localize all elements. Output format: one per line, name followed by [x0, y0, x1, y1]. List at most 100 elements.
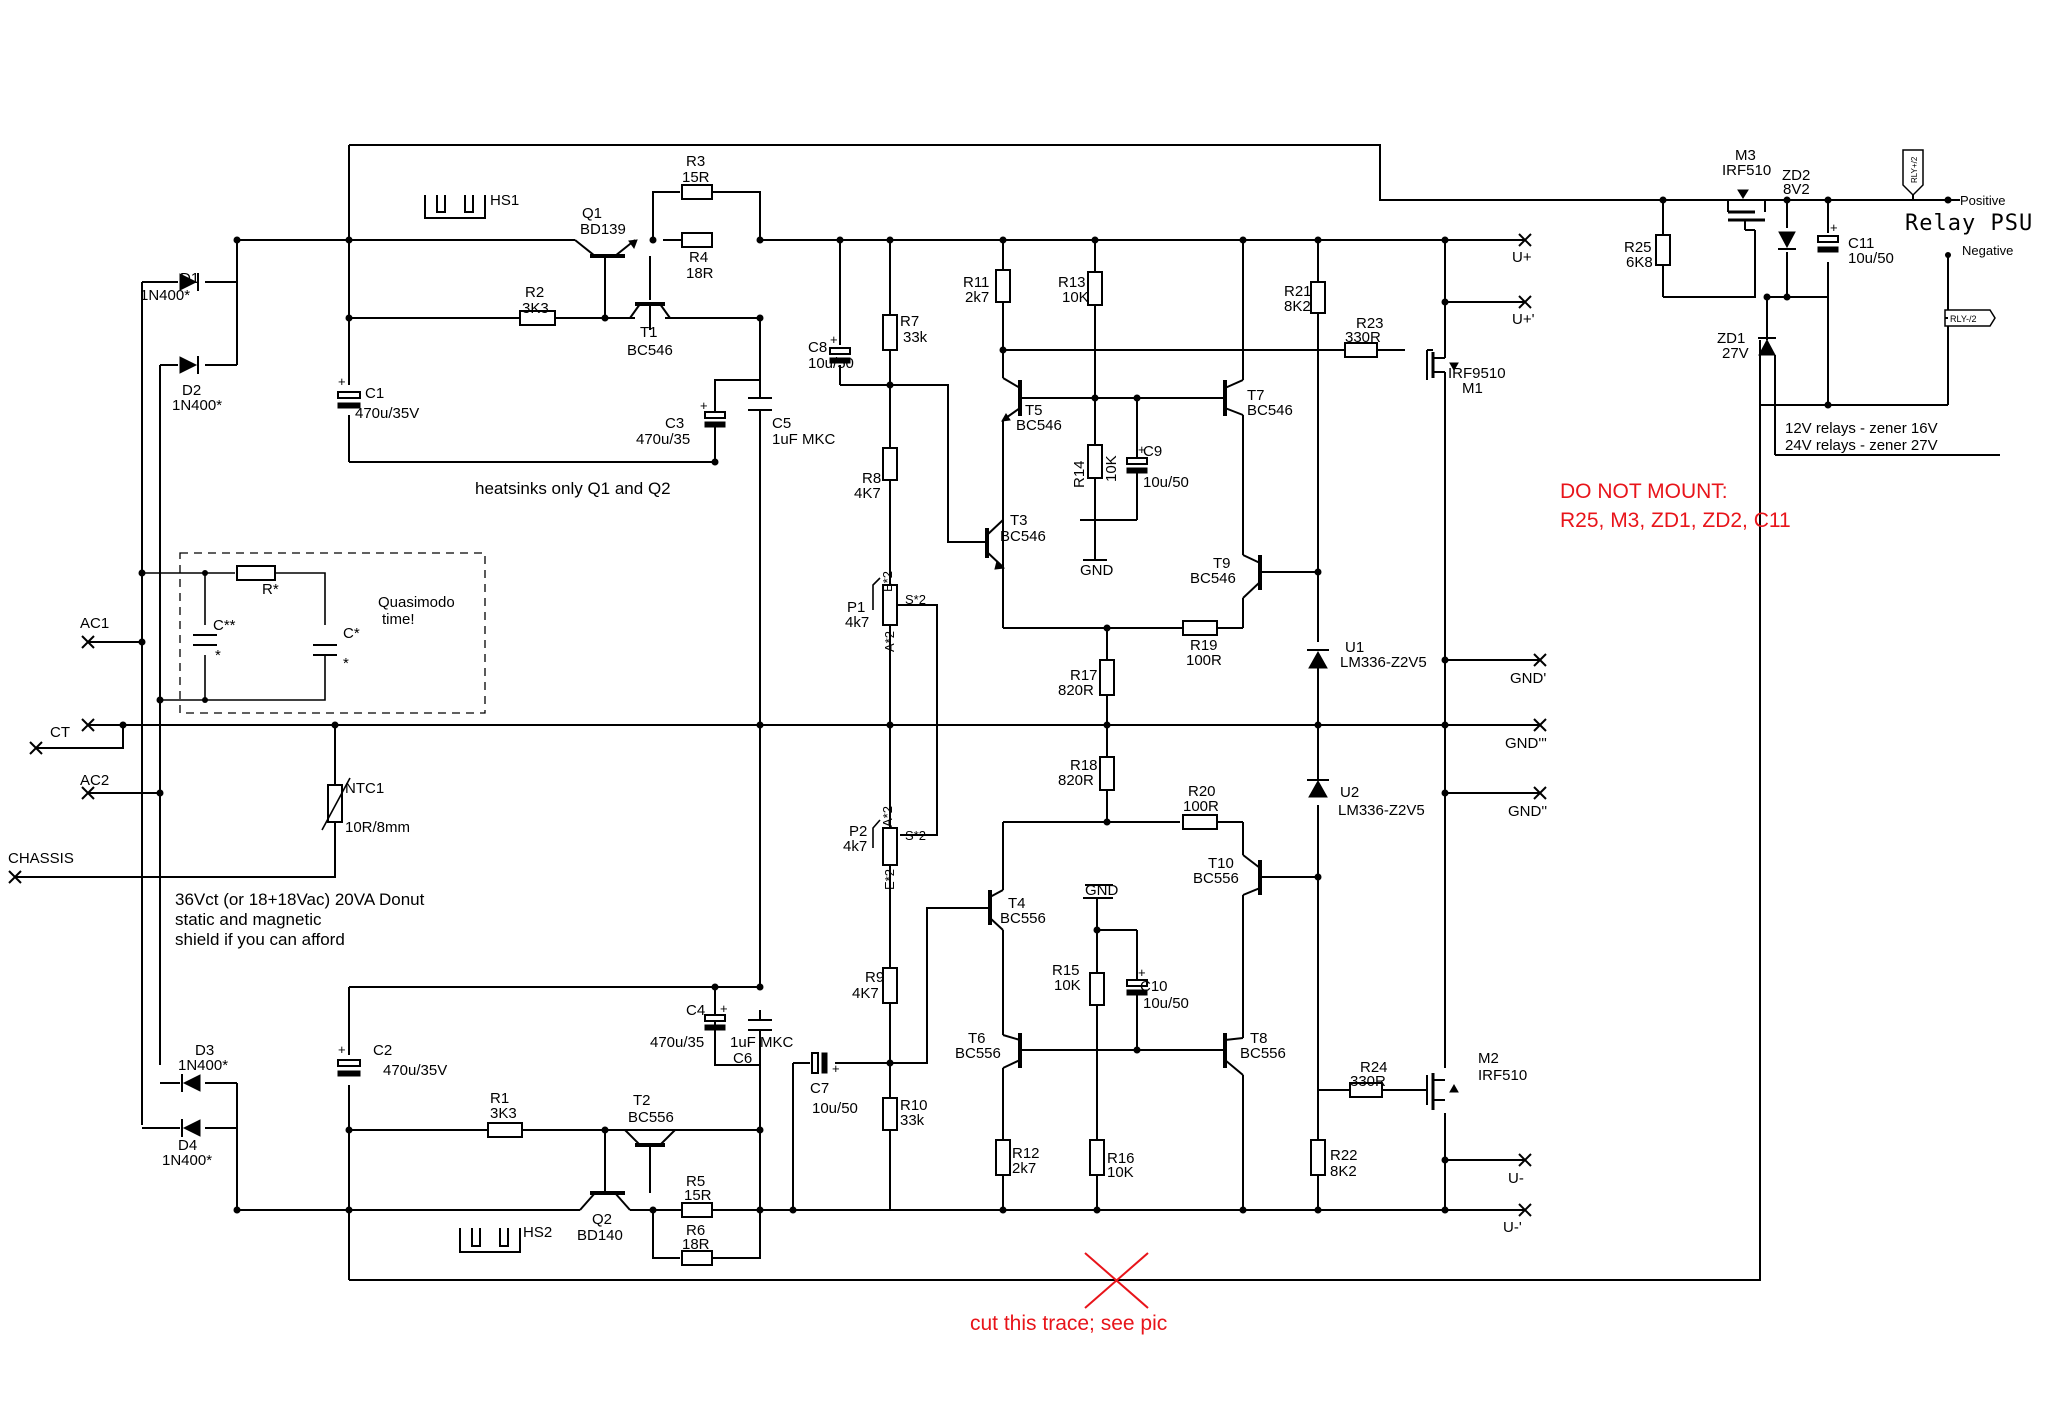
- resistor-R1: [487, 1122, 523, 1138]
- label-R20: R20: [1188, 783, 1216, 800]
- resistor-R5: [681, 1202, 713, 1218]
- transistor-Q2: [579, 1130, 631, 1211]
- resistor-R15: [1089, 972, 1105, 1006]
- rly-flags: [1902, 149, 1996, 327]
- label-Cq2: C*: [343, 625, 360, 642]
- cap-C2: [337, 1059, 361, 1067]
- cap-C11: [1817, 235, 1839, 243]
- svg-text:+: +: [830, 332, 838, 347]
- label-M2-val: IRF510: [1478, 1067, 1527, 1084]
- label-C11: C11: [1848, 235, 1874, 252]
- resistor-R12: [995, 1139, 1011, 1176]
- label-quasimodo-2: time!: [382, 611, 415, 628]
- heatsinks: [424, 195, 521, 1253]
- diodes: [179, 231, 1796, 1137]
- label-P2-e: E*2: [882, 869, 897, 890]
- label-C10: C10: [1140, 978, 1168, 995]
- diode-D3: [182, 1074, 201, 1092]
- label-R8: R8: [862, 470, 881, 487]
- label-R15: R15: [1052, 962, 1080, 979]
- label-U1-val: LM336-Z2V5: [1340, 654, 1427, 671]
- resistor-R13: [1087, 271, 1103, 306]
- resistor-R22: [1310, 1139, 1326, 1176]
- label-R7-val: 33k: [903, 329, 928, 346]
- wires-relay: [1662, 200, 2000, 456]
- label-C7-val: 10u/50: [812, 1100, 858, 1117]
- label-R9: R9: [865, 969, 884, 986]
- label-transformer-1: 36Vct (or 18+18Vac) 20VA Donut: [175, 890, 425, 909]
- resistor-R21: [1310, 281, 1326, 314]
- resistor-R2: [519, 310, 556, 326]
- label-gnd-1: GND: [1080, 562, 1114, 579]
- label-R1-val: 3K3: [490, 1105, 517, 1122]
- label-R17: R17: [1070, 667, 1098, 684]
- resistors: [236, 184, 1671, 1266]
- label-Cq1: C**: [213, 617, 236, 634]
- label-ZD2-val: 8V2: [1783, 181, 1810, 198]
- label-R17-val: 820R: [1058, 682, 1094, 699]
- label-gnd-p: GND': [1510, 670, 1546, 687]
- label-R22: R22: [1330, 1147, 1358, 1164]
- label-HS2: HS2: [523, 1224, 552, 1241]
- pot-P2: [872, 819, 898, 866]
- label-R3: R3: [686, 153, 705, 170]
- label-Q2: Q2: [592, 1211, 612, 1228]
- label-T9-val: BC546: [1190, 570, 1236, 587]
- quasimodo-box: [179, 552, 486, 714]
- label-D2-val: 1N400*: [172, 397, 222, 414]
- transistor-T7: [1212, 379, 1244, 416]
- label-M3-val: IRF510: [1722, 162, 1771, 179]
- resistor-R11: [995, 269, 1011, 303]
- resistor-R16: [1089, 1139, 1105, 1176]
- transistor-T8: [1223, 1033, 1244, 1076]
- label-R20-val: 100R: [1183, 798, 1219, 815]
- label-C10-val: 10u/50: [1143, 995, 1189, 1012]
- resistor-R10: [882, 1097, 898, 1131]
- transistor-T2: [624, 1129, 676, 1193]
- transistors: [574, 239, 1262, 1211]
- label-T1: T1: [640, 324, 658, 341]
- label-u-plus: U+: [1512, 249, 1532, 266]
- label-T10: T10: [1208, 855, 1234, 872]
- label-D3-val: 1N400*: [178, 1057, 228, 1074]
- resistor-R18: [1099, 756, 1115, 791]
- wires-upper-diff: [1002, 240, 1380, 822]
- label-relays-2: 24V relays - zener 27V: [1785, 437, 1938, 454]
- label-C11-val: 10u/50: [1848, 250, 1894, 267]
- diode-D2: [179, 356, 198, 374]
- label-gnd-2: GND: [1085, 882, 1119, 899]
- label-C9: C9: [1143, 443, 1162, 460]
- label-ntc1: NTC1: [345, 780, 384, 797]
- cut-trace-mark: [1084, 1252, 1149, 1309]
- label-R6-val: 18R: [682, 1236, 710, 1253]
- wires-c5-c6: [759, 390, 1138, 1050]
- label-T5: T5: [1025, 402, 1043, 419]
- label-R16: R16: [1107, 1150, 1135, 1167]
- label-T4-val: BC556: [1000, 910, 1046, 927]
- label-C9-val: 10u/50: [1143, 474, 1189, 491]
- label-R12: R12: [1012, 1145, 1040, 1162]
- resistor-R7: [882, 314, 898, 351]
- label-R19-val: 100R: [1186, 652, 1222, 669]
- label-R5: R5: [686, 1173, 705, 1190]
- label-Cq1-val: *: [215, 647, 221, 664]
- label-M1-val: IRF9510: [1448, 365, 1506, 382]
- transistor-T6: [1002, 1033, 1022, 1069]
- label-C1-val: 470u/35V: [355, 405, 419, 422]
- label-R7: R7: [900, 313, 919, 330]
- mosfet-M1: [1426, 340, 1459, 380]
- label-T8: T8: [1250, 1030, 1268, 1047]
- resistor-R3: [681, 184, 713, 200]
- label-R12-val: 2k7: [1012, 1160, 1036, 1177]
- label-T5-val: BC546: [1016, 417, 1062, 434]
- label-ac2: AC2: [80, 772, 109, 789]
- label-R21: R21: [1284, 283, 1312, 300]
- wires-ac-input: [15, 240, 1540, 1210]
- ref-U2: [1308, 779, 1328, 798]
- label-P2: P2: [849, 823, 867, 840]
- label-ZD1-val: 27V: [1722, 345, 1749, 362]
- junction-dots: [119, 196, 1952, 1214]
- cap-C3: [704, 411, 726, 419]
- label-T2-val: BC556: [628, 1109, 674, 1126]
- label-R16-val: 10K: [1107, 1164, 1134, 1181]
